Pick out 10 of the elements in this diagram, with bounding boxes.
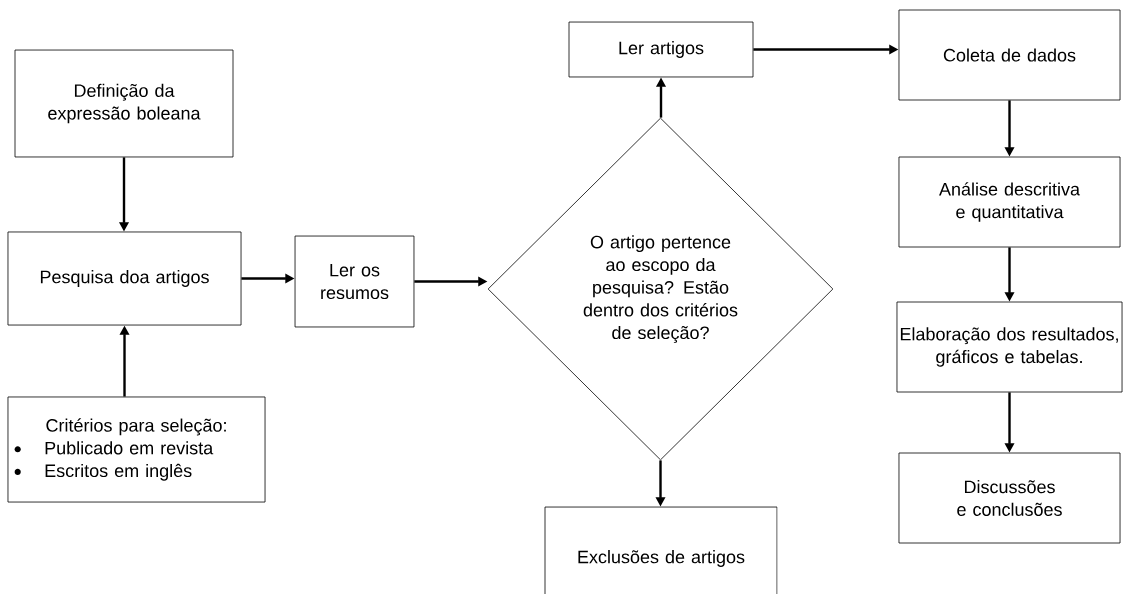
process-box: Pesquisa doa artigos	[7, 231, 242, 326]
process-box: Definição da expressão boleana	[14, 49, 234, 158]
process-box: Ler artigos	[568, 21, 754, 78]
process-box: Elaboração dos resultados, gráficos e tabelas.	[896, 301, 1123, 393]
process-box: Ler os resumos	[294, 235, 415, 328]
process-box: Discussões e conclusões	[898, 452, 1121, 544]
process-box: Análise descritiva e quantitativa	[898, 156, 1121, 248]
process-box: Critérios para seleção: Publicado em revista Escritos em inglês	[7, 396, 266, 503]
process-box: Coleta de dados	[898, 9, 1121, 101]
process-box: Exclusões de artigos	[544, 506, 778, 594]
